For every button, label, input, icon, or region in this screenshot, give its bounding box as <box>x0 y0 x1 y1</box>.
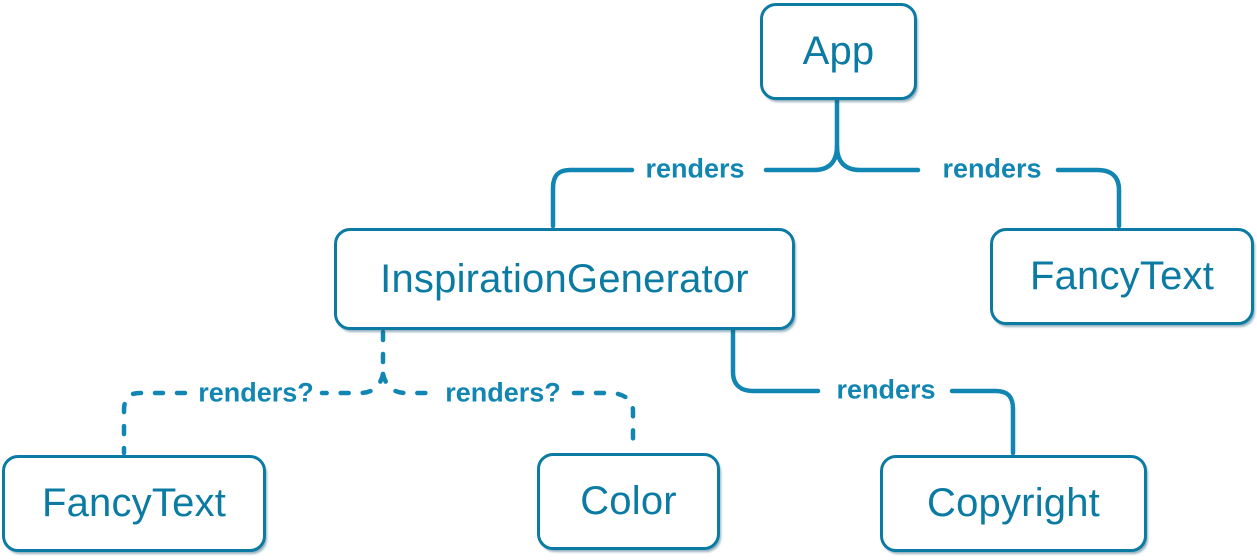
edge-label-renders-copyright: renders <box>831 376 941 404</box>
node-fancy-text-left: FancyText <box>2 455 266 552</box>
node-color-label: Color <box>580 479 677 523</box>
node-inspiration-generator: InspirationGenerator <box>334 228 795 330</box>
node-app: App <box>760 3 917 100</box>
edge-inspirationgenerator-to-color-optional <box>380 371 636 454</box>
node-fancy-text-left-label: FancyText <box>41 481 227 525</box>
edge-label-renders-question-right: renders? <box>440 379 566 407</box>
edge-inspirationgenerator-to-copyright <box>730 328 1016 456</box>
node-copyright: Copyright <box>880 455 1147 552</box>
edge-label-renders-right: renders <box>937 155 1047 183</box>
node-fancy-text-right-label: FancyText <box>1029 254 1215 298</box>
edge-app-to-fancytext <box>834 143 1122 229</box>
node-color: Color <box>537 453 720 550</box>
node-fancy-text-right: FancyText <box>990 228 1254 325</box>
edge-label-renders-question-left: renders? <box>193 379 319 407</box>
node-inspiration-generator-label: InspirationGenerator <box>380 256 749 301</box>
node-copyright-label: Copyright <box>927 481 1100 525</box>
node-app-label: App <box>802 29 875 73</box>
edge-label-renders-left: renders <box>640 155 750 183</box>
